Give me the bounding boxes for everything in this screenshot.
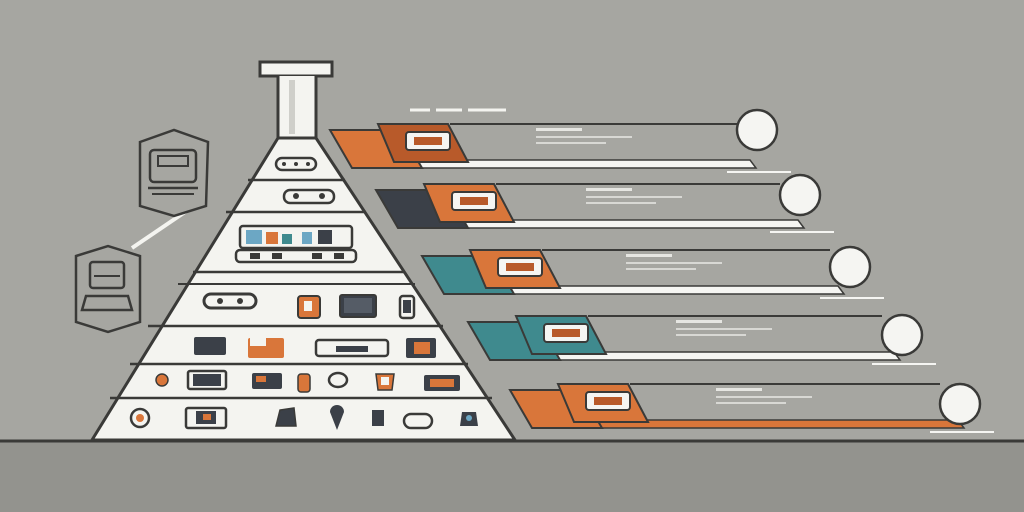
badge-connector-line bbox=[130, 208, 190, 250]
tier-placeholder-text bbox=[626, 254, 722, 270]
badge-archive bbox=[130, 128, 210, 250]
mug-icon bbox=[497, 257, 543, 277]
tier-rows bbox=[328, 108, 994, 433]
tier-row bbox=[508, 382, 994, 433]
pyramid-level-5-items bbox=[194, 337, 436, 358]
pyramid-level-3-tray bbox=[234, 224, 358, 264]
tray-base-icon bbox=[234, 248, 358, 264]
bottle-icon bbox=[297, 373, 311, 393]
capsule-icon bbox=[202, 292, 258, 310]
tier-row bbox=[374, 173, 834, 233]
lamp-icon bbox=[327, 371, 349, 389]
tier-circle-marker bbox=[778, 173, 822, 217]
capsule-icon bbox=[282, 188, 336, 205]
tier-circle-marker bbox=[880, 313, 924, 357]
tier-circle-marker bbox=[938, 382, 982, 426]
tier-circle-marker bbox=[828, 245, 872, 289]
archive-box-icon bbox=[148, 148, 198, 195]
pyramid-level-1-items bbox=[274, 156, 318, 172]
small-box-icon bbox=[372, 410, 384, 426]
pyramid-level-7-items bbox=[129, 405, 478, 430]
tier-placeholder-text bbox=[536, 128, 632, 144]
tier-placeholder-text bbox=[676, 320, 772, 336]
drawer-icon bbox=[451, 191, 497, 211]
badge-storage bbox=[74, 244, 142, 334]
pyramid-levels bbox=[110, 178, 492, 400]
tier-row bbox=[466, 313, 936, 365]
document-icon bbox=[543, 323, 589, 343]
storage-drive-icon bbox=[80, 260, 134, 312]
bag-icon bbox=[402, 412, 434, 430]
tier-circle-marker bbox=[735, 108, 779, 152]
pyramid-top-pipe bbox=[258, 60, 334, 140]
pin-icon bbox=[330, 405, 344, 430]
device-icon bbox=[405, 131, 451, 151]
iron-icon bbox=[275, 407, 297, 427]
pyramid-level-4-items bbox=[202, 292, 416, 320]
tier-placeholder-text bbox=[716, 388, 812, 404]
tier-row bbox=[420, 245, 884, 299]
card-icon bbox=[585, 391, 631, 411]
orange-dot-icon bbox=[155, 373, 169, 387]
pyramid-level-2-items bbox=[282, 188, 336, 205]
pyramid-level-6-items bbox=[155, 369, 460, 393]
tier-placeholder-text bbox=[586, 188, 682, 204]
ground-area bbox=[0, 440, 1024, 512]
tier-row bbox=[328, 108, 791, 173]
tablet-icon bbox=[194, 337, 226, 355]
